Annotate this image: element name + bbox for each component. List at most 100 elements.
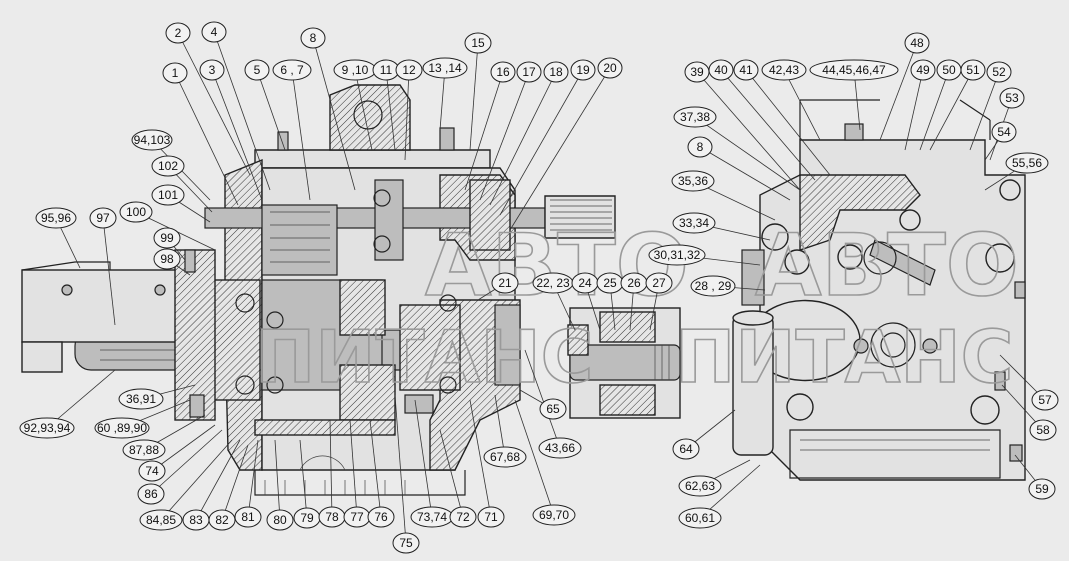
leader-line xyxy=(745,69,831,176)
callout-label: 40 xyxy=(714,63,728,77)
callout-bubble xyxy=(999,87,1025,109)
callout-label: 36,91 xyxy=(126,392,156,406)
callout-c27: 27 xyxy=(645,272,673,331)
leader-line xyxy=(256,69,286,151)
leader-line xyxy=(969,71,1000,151)
callout-bubble xyxy=(809,59,899,81)
callout-bubble xyxy=(673,106,717,128)
callout-label: 84,85 xyxy=(146,513,176,527)
leader-line xyxy=(385,69,396,151)
callout-c5: 5 xyxy=(244,59,286,151)
callout-label: 42,43 xyxy=(769,63,799,77)
callout-label: 86 xyxy=(144,487,158,501)
callout-label: 44,45,46,47 xyxy=(822,63,886,77)
callout-bubble xyxy=(199,59,225,81)
callout-c53: 53 xyxy=(989,87,1025,161)
callout-c1: 1 xyxy=(162,62,239,206)
callout-c12: 12 xyxy=(395,59,423,161)
callout-label: 95,96 xyxy=(41,211,71,225)
leader-line xyxy=(469,42,479,151)
end-view xyxy=(732,99,1026,481)
leader-line xyxy=(694,116,801,191)
callout-bubble xyxy=(672,212,716,234)
callout-c101: 101 xyxy=(151,184,211,223)
callout-bubble xyxy=(89,207,117,229)
callout-label: 9 ,10 xyxy=(342,63,369,77)
callout-c69-70: 69,70 xyxy=(514,399,576,526)
callout-c30-32: 30,31,32 xyxy=(648,244,761,266)
watermark: АВТО ПИТАНС АВТО ПИТАНС xyxy=(254,215,1019,400)
callout-label: 8 xyxy=(310,31,317,45)
leader-line xyxy=(514,399,555,516)
callout-label: 18 xyxy=(549,65,563,79)
callout-label: 76 xyxy=(374,510,388,524)
leader-line xyxy=(404,69,410,161)
leader-line xyxy=(369,419,382,518)
callout-bubble xyxy=(153,248,181,270)
callout-label: 25 xyxy=(603,276,617,290)
leader-line xyxy=(274,439,281,521)
callout-bubble xyxy=(570,59,596,81)
callout-bubble xyxy=(122,439,166,461)
callout-bubble xyxy=(904,32,930,54)
callout-c95-96: 95,96 xyxy=(35,207,81,269)
callout-bubble xyxy=(138,460,166,482)
callout-bubble xyxy=(645,272,673,294)
callout-bubble xyxy=(516,61,542,83)
callout-bubble xyxy=(139,509,183,531)
callout-c11: 11 xyxy=(372,59,400,151)
callout-label: 60 ,89,90 xyxy=(97,421,147,435)
callout-c55-56: 55,56 xyxy=(984,152,1049,191)
callout-label: 27 xyxy=(652,276,666,290)
callout-bubble xyxy=(118,388,164,410)
leader-line xyxy=(929,69,974,151)
callout-bubble xyxy=(960,59,986,81)
callout-label: 28 , 29 xyxy=(695,279,732,293)
callout-c21: 21 xyxy=(477,272,519,301)
callout-bubble xyxy=(532,504,576,526)
callout-c41: 41 xyxy=(733,59,831,176)
leader-line xyxy=(509,67,611,231)
callout-label: 43,66 xyxy=(545,441,575,455)
callout-label: 26 xyxy=(627,276,641,290)
callout-bubble xyxy=(708,59,734,81)
callout-label: 67,68 xyxy=(490,450,520,464)
callout-c76: 76 xyxy=(367,419,395,528)
callout-label: 102 xyxy=(158,159,178,173)
callout-label: 6 , 7 xyxy=(280,63,304,77)
callout-bubble xyxy=(300,27,326,49)
callout-c49: 49 xyxy=(904,59,936,151)
callout-c2: 2 xyxy=(165,22,251,176)
callout-label: 71 xyxy=(484,510,498,524)
watermark-line-2: ПИТАНС xyxy=(255,315,593,399)
leader-line xyxy=(174,72,239,206)
callout-c57: 57 xyxy=(999,354,1059,411)
callout-bubble xyxy=(648,244,706,266)
callout-c62-63: 62,63 xyxy=(678,459,751,497)
callout-label: 83 xyxy=(189,513,203,527)
callout-bubble xyxy=(733,59,759,81)
leader-line xyxy=(489,71,557,206)
callout-c84-85: 84,85 xyxy=(139,439,233,531)
callout-bubble xyxy=(131,129,173,151)
callout-label: 73,74 xyxy=(417,510,447,524)
callout-c87-88: 87,88 xyxy=(122,414,206,461)
callout-label: 39 xyxy=(690,65,704,79)
callout-bubble xyxy=(1028,478,1056,500)
callout-c71: 71 xyxy=(469,399,505,528)
callout-bubble xyxy=(165,22,191,44)
watermark-line-3: АВТО xyxy=(755,216,1019,316)
callout-c65: 65 xyxy=(519,389,567,420)
leader-line xyxy=(151,424,216,472)
callout-label: 3 xyxy=(209,63,216,77)
callout-label: 41 xyxy=(739,63,753,77)
callout-bubble xyxy=(395,59,423,81)
callout-label: 1 xyxy=(172,66,179,80)
callout-c3: 3 xyxy=(199,59,263,201)
callout-label: 20 xyxy=(603,61,617,75)
callout-c18: 18 xyxy=(489,61,569,206)
callout-c102: 102 xyxy=(151,155,213,213)
leader-line xyxy=(879,42,918,141)
callout-c52: 52 xyxy=(969,61,1012,151)
